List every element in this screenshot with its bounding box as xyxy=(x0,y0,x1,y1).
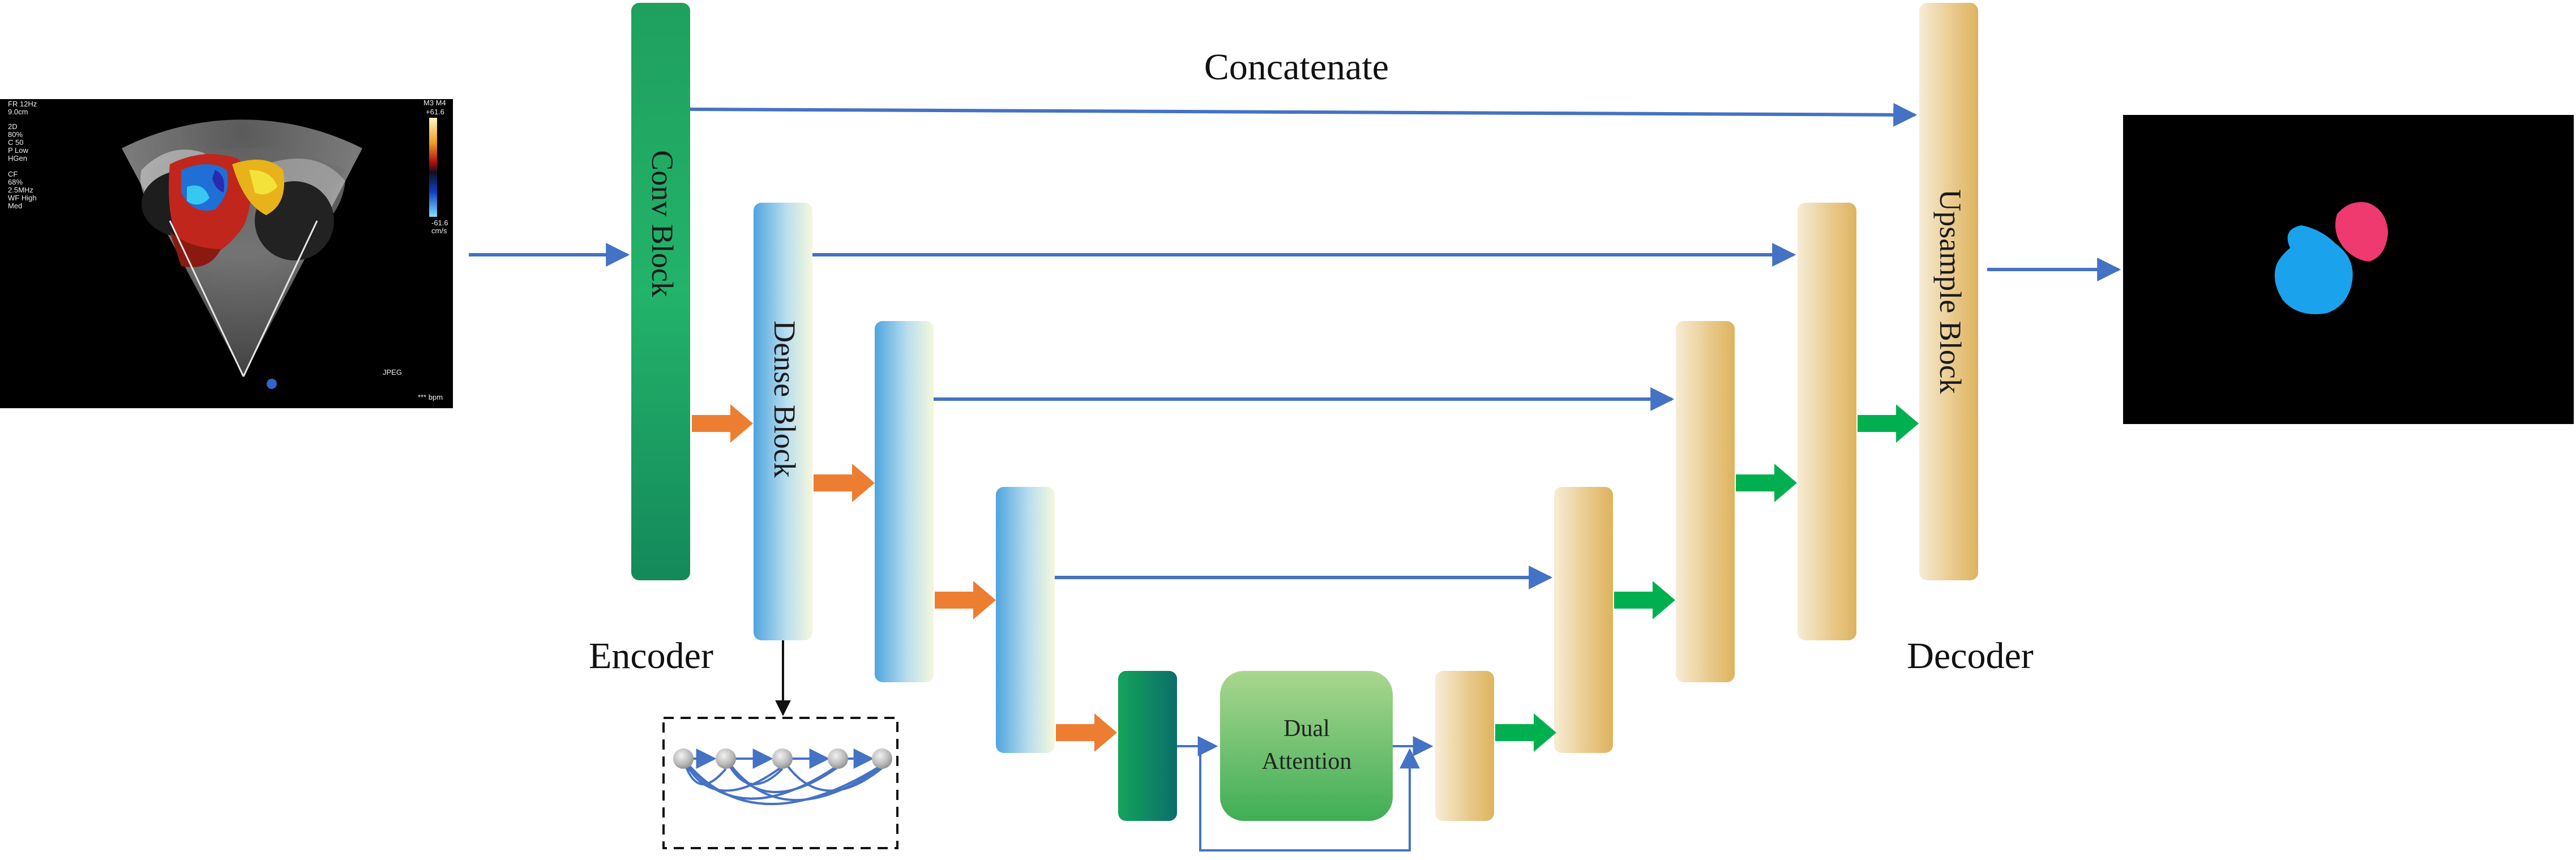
echo-text-med: Med xyxy=(8,202,22,210)
dual-attention-label-1: Dual xyxy=(1283,716,1330,742)
decoder-block-3 xyxy=(1798,203,1856,640)
upsample-block-label: Upsample Block xyxy=(1933,189,1967,393)
orange-arrow-1 xyxy=(692,404,753,443)
encoder-downsample-arrows xyxy=(692,404,1117,752)
input-echo-image: FR 12Hz 9.0cm 2D 80% C 50 P Low HGen CF … xyxy=(0,99,453,408)
green-arrow-2 xyxy=(1614,581,1675,619)
skip-connections xyxy=(690,102,1918,589)
bottleneck-decoder-block xyxy=(1435,671,1494,821)
decoder-block-1 xyxy=(1554,487,1613,753)
dense-node-4 xyxy=(828,748,848,769)
echo-text-bpm: *** bpm xyxy=(418,393,443,401)
echo-text-c: C 50 xyxy=(8,138,23,147)
dense-detail-box xyxy=(662,717,898,849)
decoder-block-2 xyxy=(1676,321,1735,682)
encoder-label: Encoder xyxy=(589,635,713,677)
output-segmentation-mask xyxy=(2123,115,2574,424)
orange-arrow-4 xyxy=(1056,713,1117,752)
dense-connections xyxy=(682,758,884,806)
green-arrow-4 xyxy=(1858,404,1919,443)
echo-text-jpeg: JPEG xyxy=(383,368,402,376)
dense-node-1 xyxy=(673,748,694,769)
echo-text-scale-bottom: -61.6 xyxy=(431,219,448,227)
echo-text-depth: 9.0cm xyxy=(8,108,28,116)
encoder: Conv Block Dense Block xyxy=(631,3,1055,753)
bottleneck: Dual Attention xyxy=(1118,671,1494,852)
echo-text-hgen: HGen xyxy=(8,154,27,162)
skip-connection-1 xyxy=(690,102,1918,127)
dense-block-3 xyxy=(996,487,1055,753)
concatenate-label: Concatenate xyxy=(1204,46,1389,88)
velocity-colorbar xyxy=(429,118,437,217)
echo-text-cf-gain: 68% xyxy=(8,178,23,186)
echo-text-wf: WF High xyxy=(8,194,37,202)
echo-text-scale-top: +61.6 xyxy=(426,108,444,116)
echo-text-fr: FR 12Hz xyxy=(8,100,37,108)
upsample-block xyxy=(1919,3,1978,580)
dual-attention-label-2: Attention xyxy=(1262,748,1352,775)
doppler-color-flow xyxy=(169,154,284,267)
orange-arrow-2 xyxy=(814,464,875,502)
sector-line-right xyxy=(242,220,318,377)
probe-marker-icon xyxy=(267,379,277,389)
residual-skip-path xyxy=(1199,746,1420,852)
echo-text-p: P Low xyxy=(8,146,29,155)
decoder-upsample-arrows xyxy=(1495,404,1919,752)
echo-text-2d: 2D xyxy=(8,122,18,131)
sector-line-left xyxy=(169,220,245,377)
dense-block-label: Dense Block xyxy=(768,320,802,477)
dense-node-2 xyxy=(716,748,736,769)
bottleneck-block xyxy=(1118,671,1177,821)
conv-block-label: Conv Block xyxy=(645,150,679,297)
orange-arrow-3 xyxy=(935,581,996,619)
echo-text-cf: CF xyxy=(8,170,18,178)
echo-text-m3m4: M3 M4 xyxy=(423,99,446,107)
dense-block-1 xyxy=(754,203,812,640)
echo-text-freq: 2.5MHz xyxy=(8,186,33,194)
mask-region-blue xyxy=(2274,225,2353,314)
dense-node-3 xyxy=(772,748,793,769)
mask-region-pink xyxy=(2335,202,2388,262)
dual-attention-block xyxy=(1220,671,1393,821)
dense-connection-inset xyxy=(662,640,898,849)
green-arrow-3 xyxy=(1736,464,1797,502)
conv-block xyxy=(631,3,690,580)
echo-text-gain: 80% xyxy=(8,130,23,139)
green-arrow-1 xyxy=(1495,713,1556,752)
decoder: Upsample Block xyxy=(1554,3,1978,753)
decoder-label: Decoder xyxy=(1907,635,2034,677)
dense-block-2 xyxy=(875,321,934,682)
echo-text-scale-unit: cm/s xyxy=(431,226,447,235)
dense-node-5 xyxy=(872,748,892,769)
